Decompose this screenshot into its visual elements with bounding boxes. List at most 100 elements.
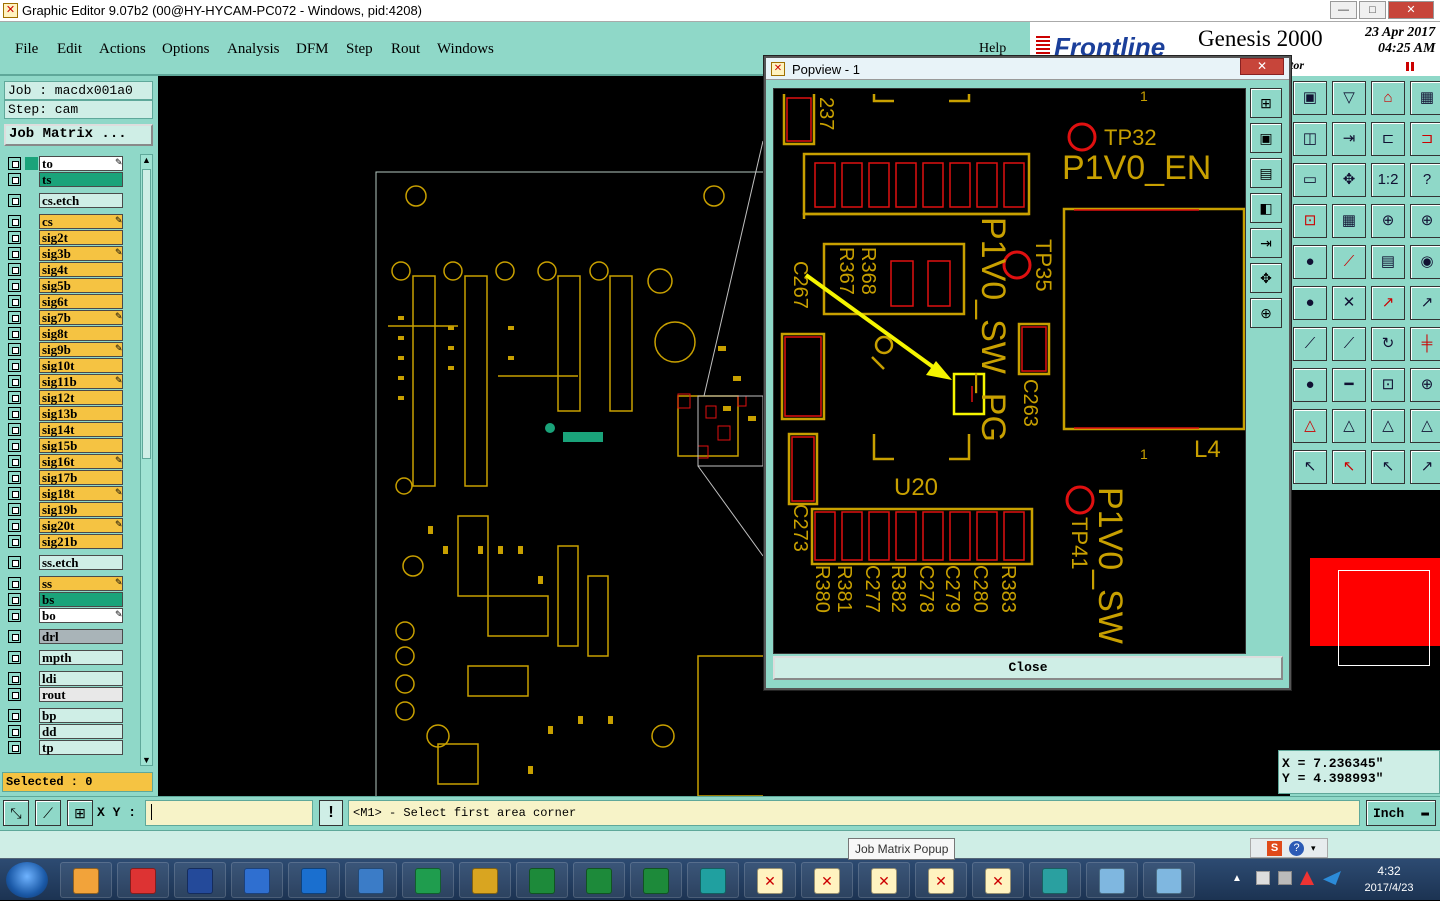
layer-display-checkbox[interactable] (8, 593, 21, 606)
layer-display-checkbox[interactable] (8, 503, 21, 516)
popview-tool-3[interactable]: ▤ (1250, 158, 1282, 188)
layer-row-bo[interactable]: bo✎ (8, 608, 124, 623)
menu-dfm[interactable]: DFM (296, 41, 329, 57)
layer-work-indicator[interactable] (25, 725, 38, 738)
layer-row-mpth[interactable]: mpth (8, 650, 124, 665)
layer-row-ss[interactable]: ss✎ (8, 576, 124, 591)
layer-name[interactable]: bp (39, 708, 123, 723)
zoom-area-icon[interactable]: ⤡ (3, 800, 29, 826)
layer-name[interactable]: sig12t (39, 390, 123, 405)
layer-work-indicator[interactable] (25, 471, 38, 484)
taskbar-editor-window-4[interactable]: ✕ (915, 862, 967, 898)
layer-work-indicator[interactable] (25, 311, 38, 324)
layer-work-indicator[interactable] (25, 609, 38, 622)
menu-step[interactable]: Step (346, 41, 373, 57)
layer-work-indicator[interactable] (25, 688, 38, 701)
layer-display-checkbox[interactable] (8, 672, 21, 685)
layer-row-bs[interactable]: bs (8, 592, 124, 607)
layer-name[interactable]: cs (39, 214, 123, 229)
clock-time[interactable]: 4:32 (1377, 864, 1401, 878)
tool-icon-34[interactable]: △ (1332, 409, 1366, 443)
layer-work-indicator[interactable] (25, 263, 38, 276)
close-window-button[interactable]: ✕ (1388, 1, 1434, 19)
layer-name[interactable]: ts (39, 172, 123, 187)
popview-tool-6[interactable]: ✥ (1250, 263, 1282, 293)
tool-icon-10[interactable]: ✥ (1332, 163, 1366, 197)
layer-display-checkbox[interactable] (8, 725, 21, 738)
menu-windows[interactable]: Windows (437, 41, 494, 57)
layer-work-indicator[interactable] (25, 709, 38, 722)
tool-icon-16[interactable]: ⊕ (1410, 204, 1440, 238)
layer-row-sig18t[interactable]: sig18t✎ (8, 486, 124, 501)
layer-name[interactable]: sig6t (39, 294, 123, 309)
layer-name[interactable]: sig7b (39, 310, 123, 325)
layer-work-indicator[interactable] (25, 651, 38, 664)
layer-row-sig7b[interactable]: sig7b✎ (8, 310, 124, 325)
menu-actions[interactable]: Actions (99, 41, 146, 57)
layer-work-indicator[interactable] (25, 343, 38, 356)
tool-icon-23[interactable]: ↗ (1371, 286, 1405, 320)
layer-scrollbar[interactable]: ▲ ▼ (140, 154, 153, 766)
layer-work-indicator[interactable] (25, 295, 38, 308)
layer-row-bp[interactable]: bp (8, 708, 124, 723)
layer-display-checkbox[interactable] (8, 279, 21, 292)
layer-name[interactable]: to (39, 156, 123, 171)
help-icon[interactable]: ? (1289, 841, 1304, 856)
layer-work-indicator[interactable] (25, 423, 38, 436)
layer-name[interactable]: sig5b (39, 278, 123, 293)
layer-name[interactable]: sig4t (39, 262, 123, 277)
sogou-icon[interactable]: S (1267, 841, 1282, 856)
tool-icon-24[interactable]: ↗ (1410, 286, 1440, 320)
layer-row-sig3b[interactable]: sig3b✎ (8, 246, 124, 261)
layer-display-checkbox[interactable] (8, 519, 21, 532)
popview-tool-2[interactable]: ▣ (1250, 123, 1282, 153)
tool-icon-17[interactable]: ● (1293, 245, 1327, 279)
tool-icon-2[interactable]: ▽ (1332, 81, 1366, 115)
overview-map[interactable] (1290, 490, 1440, 750)
tool-icon-21[interactable]: ● (1293, 286, 1327, 320)
layer-work-indicator[interactable] (25, 173, 38, 186)
layer-name[interactable]: sig18t (39, 486, 123, 501)
layer-row-dd[interactable]: dd (8, 724, 124, 739)
taskbar-genesis-icon[interactable] (687, 862, 739, 898)
xy-input[interactable] (145, 800, 313, 826)
tool-icon-4[interactable]: ▦ (1410, 81, 1440, 115)
layer-name[interactable]: sig2t (39, 230, 123, 245)
popview-close-icon[interactable]: ✕ (1240, 58, 1284, 75)
layer-work-indicator[interactable] (25, 231, 38, 244)
layer-name[interactable]: sig11b (39, 374, 123, 389)
layer-name[interactable]: tp (39, 740, 123, 755)
tool-icon-13[interactable]: ⊡ (1293, 204, 1327, 238)
layer-row-sig15b[interactable]: sig15b (8, 438, 124, 453)
taskbar-foxit-icon[interactable] (402, 862, 454, 898)
tool-icon-28[interactable]: ╪ (1410, 327, 1440, 361)
tool-icon-11[interactable]: 1:2 (1371, 163, 1405, 197)
tool-icon-33[interactable]: △ (1293, 409, 1327, 443)
layer-display-checkbox[interactable] (8, 295, 21, 308)
layer-row-ss-etch[interactable]: ss.etch (8, 555, 124, 570)
taskbar-fastone-icon[interactable] (117, 862, 169, 898)
measure-icon[interactable]: ⟋ (35, 800, 61, 826)
layer-row-sig6t[interactable]: sig6t (8, 294, 124, 309)
layer-row-drl[interactable]: drl (8, 629, 124, 644)
layer-display-checkbox[interactable] (8, 343, 21, 356)
layer-display-checkbox[interactable] (8, 247, 21, 260)
tray-app-icon[interactable] (1300, 871, 1314, 885)
taskbar-folder-icon-1[interactable] (1086, 862, 1138, 898)
layer-row-rout[interactable]: rout (8, 687, 124, 702)
layer-name[interactable]: sig17b (39, 470, 123, 485)
layer-work-indicator[interactable] (25, 487, 38, 500)
layer-display-checkbox[interactable] (8, 688, 21, 701)
layer-row-sig17b[interactable]: sig17b (8, 470, 124, 485)
tool-icon-18[interactable]: ⟋ (1332, 245, 1366, 279)
layer-display-checkbox[interactable] (8, 471, 21, 484)
tool-icon-15[interactable]: ⊕ (1371, 204, 1405, 238)
layer-work-indicator[interactable] (25, 519, 38, 532)
tool-icon-32[interactable]: ⊕ (1410, 368, 1440, 402)
layer-work-indicator[interactable] (25, 279, 38, 292)
taskbar-excel-icon-1[interactable] (516, 862, 568, 898)
layer-display-checkbox[interactable] (8, 375, 21, 388)
layer-work-indicator[interactable] (25, 535, 38, 548)
popview-canvas[interactable]: TP32 P1V0_EN L4 U20 1 1 237 P1V0_SW_PG T… (773, 88, 1246, 654)
layer-display-checkbox[interactable] (8, 535, 21, 548)
